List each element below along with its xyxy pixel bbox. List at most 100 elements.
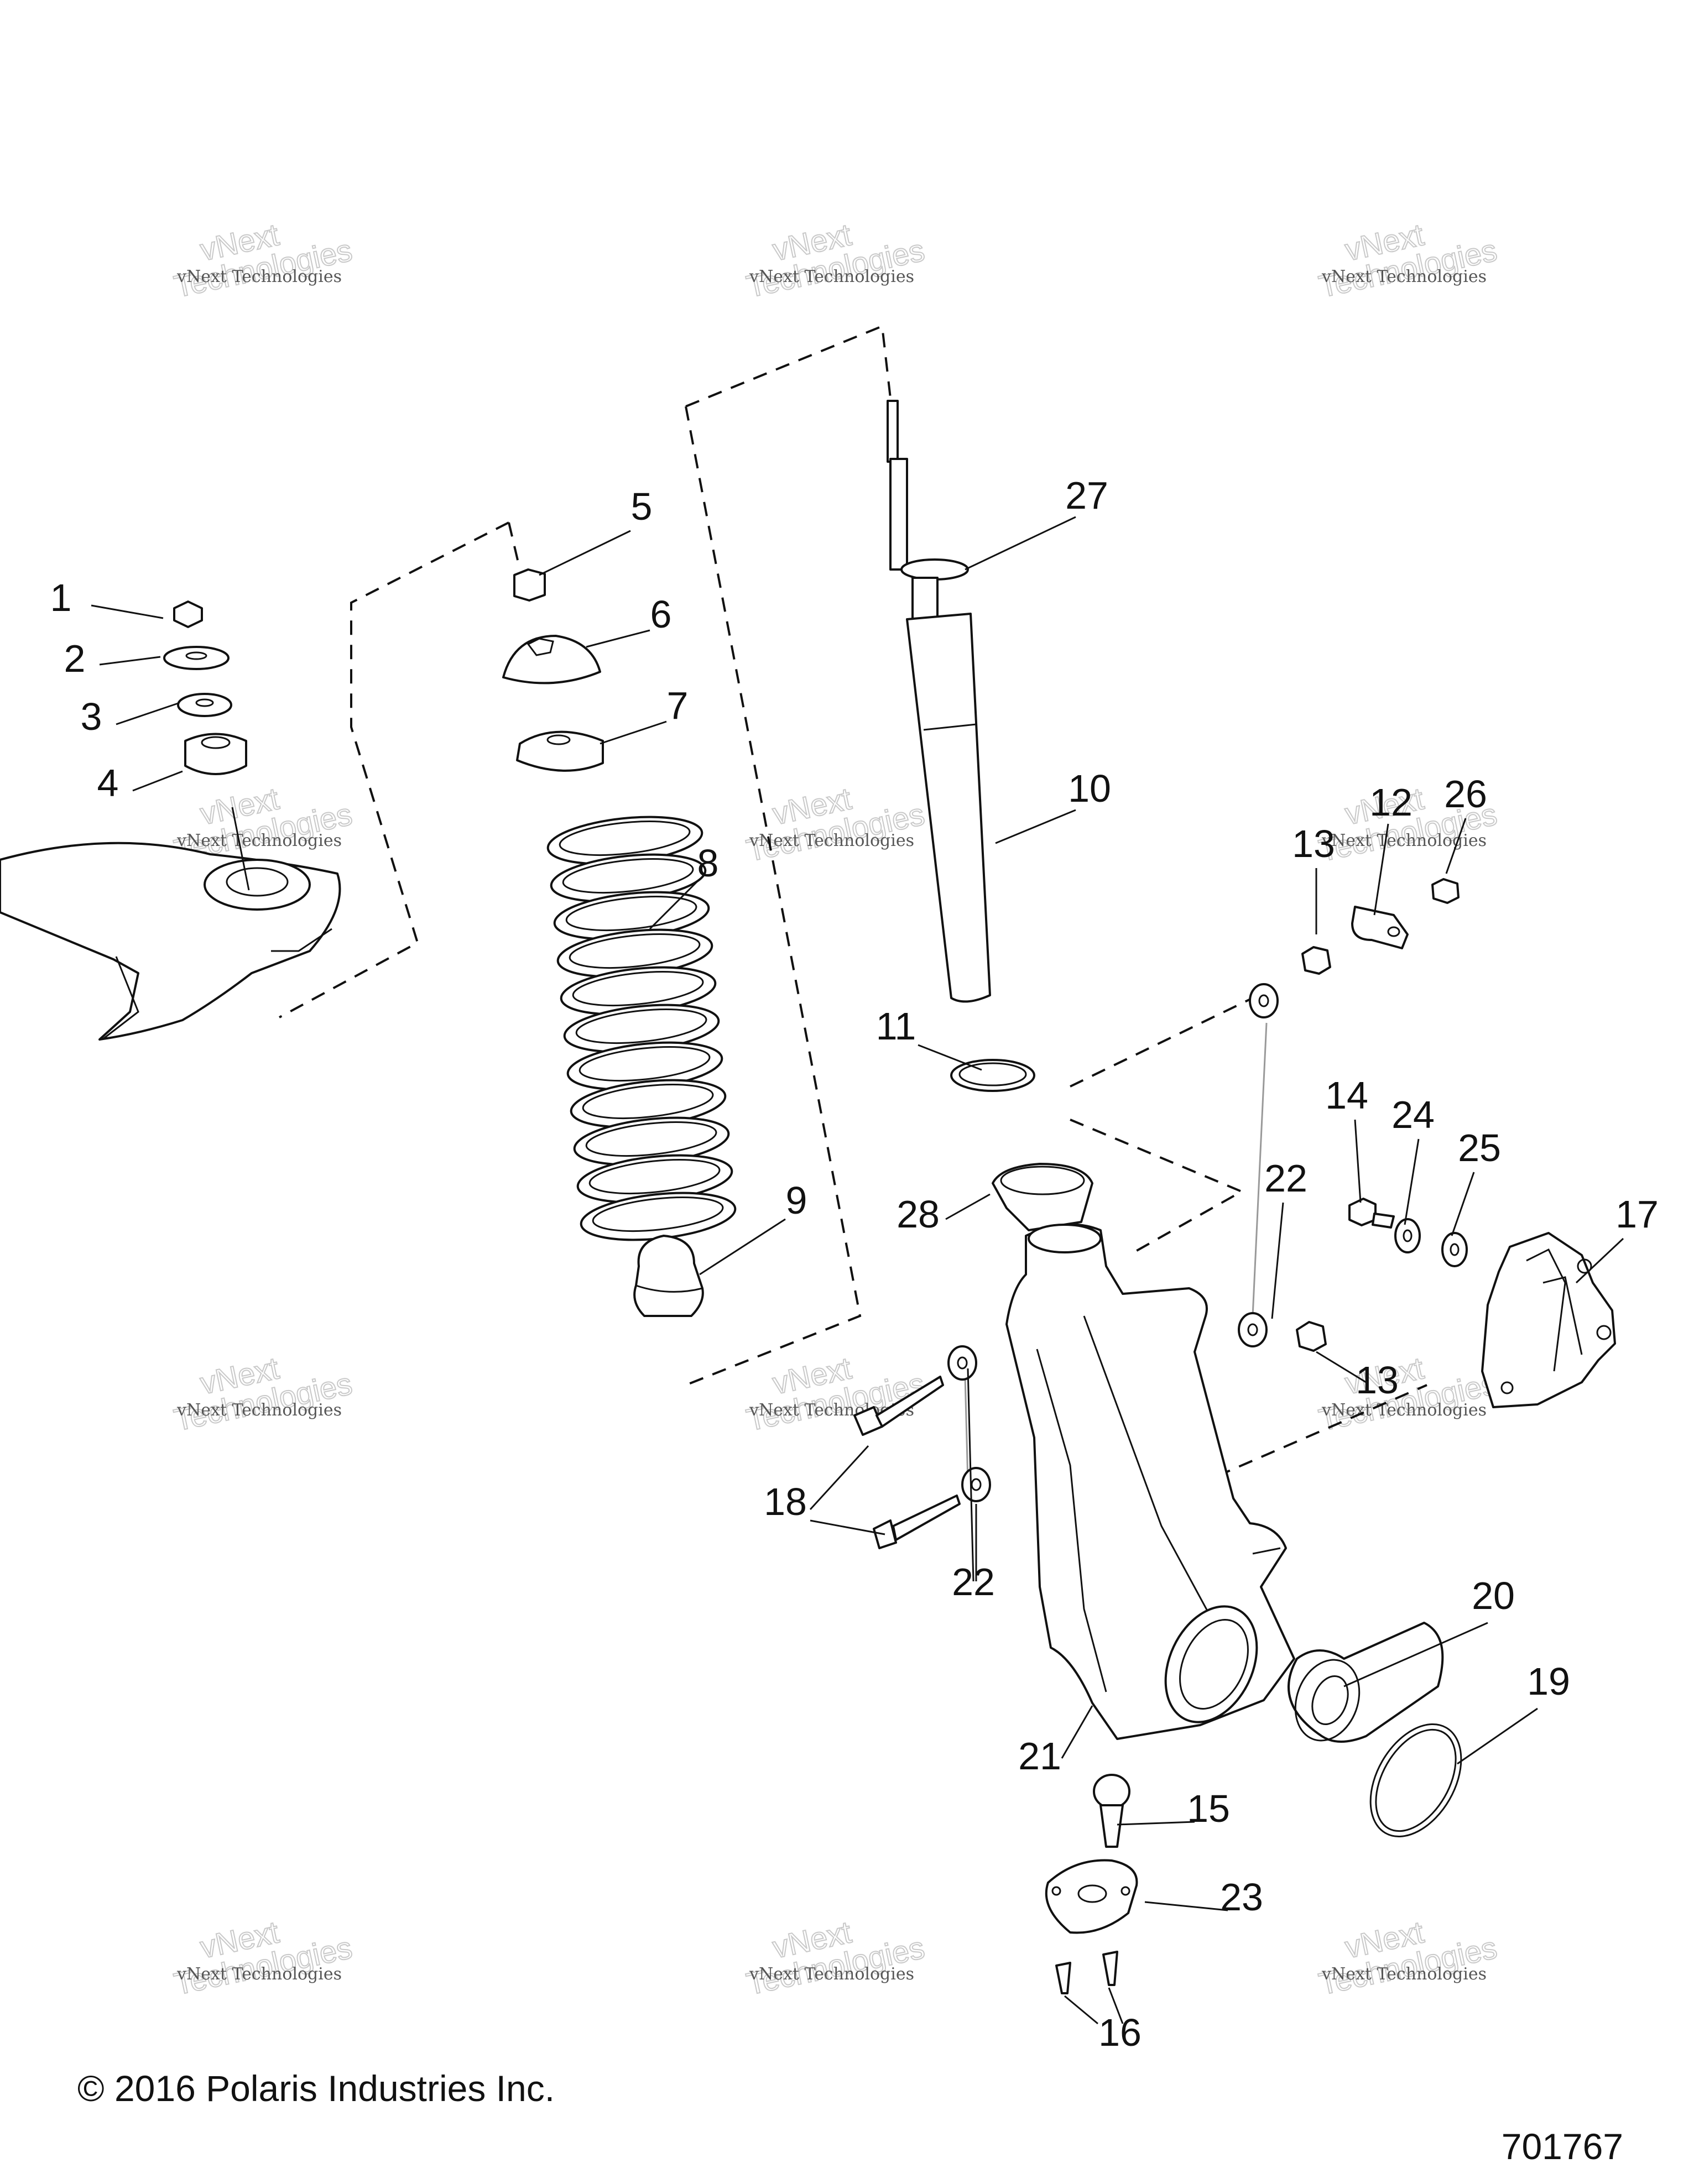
spring-coil-inner: [559, 821, 691, 856]
dash-shock-group: [685, 325, 892, 1386]
leader-c23: [1144, 1901, 1228, 1911]
callout-c12: 12: [1369, 781, 1413, 824]
washers-22: [947, 983, 1279, 1502]
leader-c25: [1451, 1172, 1475, 1236]
leader-c16: [1108, 1987, 1124, 2024]
leader-c22a: [1271, 1202, 1284, 1319]
brake-caliper-17: [1481, 1232, 1616, 1408]
svg-text:vNext Technologies: vNext Technologies: [176, 1964, 342, 1984]
callout-c22a: 22: [1264, 1157, 1307, 1200]
clip-12: [1351, 906, 1409, 949]
callout-leaders: [91, 516, 1624, 2025]
callout-c7: 7: [667, 684, 689, 727]
dash-caliper: [1216, 1384, 1427, 1477]
spring-coil-inner: [565, 896, 697, 931]
callout-c15: 15: [1187, 1787, 1230, 1830]
leader-c27: [965, 516, 1076, 571]
svg-text:vNext Technologies: vNext Technologies: [1321, 267, 1487, 286]
leader-c6: [586, 629, 650, 648]
wheel-bearing-20: [1288, 1622, 1444, 1743]
callout-c5: 5: [631, 485, 653, 528]
svg-text:vNext Technologies: vNext Technologies: [1321, 1401, 1487, 1420]
leader-c20: [1343, 1622, 1488, 1687]
cup-6: [502, 635, 601, 685]
callout-c27: 27: [1065, 474, 1108, 517]
leader-c24: [1404, 1138, 1420, 1225]
cup-7: [516, 730, 604, 772]
spring-coil-inner: [572, 971, 704, 1006]
svg-text:vNext Technologies: vNext Technologies: [749, 831, 914, 850]
nut-1: [173, 600, 203, 628]
leader-c4: [132, 770, 183, 792]
svg-text:vNext Technologies: vNext Technologies: [1321, 831, 1487, 850]
callout-c13b: 13: [1356, 1359, 1399, 1402]
svg-text:vNext Technologies: vNext Technologies: [749, 267, 914, 286]
callout-c11: 11: [876, 1005, 916, 1048]
callout-c26: 26: [1444, 772, 1487, 816]
leader-c28: [945, 1193, 991, 1220]
nut-26: [1431, 878, 1460, 904]
dash-spring-group: [508, 522, 521, 570]
washer-line: [1252, 1022, 1268, 1316]
leader-c22b: [967, 1368, 974, 1582]
mount-plate-23: [1045, 1859, 1138, 1934]
leader-c5: [539, 530, 631, 576]
spring-seat-28: [992, 1163, 1093, 1231]
upper-mount-parts: [502, 568, 604, 772]
dash-mount-group: [279, 521, 509, 1018]
assembly-guides: [279, 325, 1427, 1482]
steering-knuckle-21: [1005, 1223, 1295, 1740]
callout-c4: 4: [97, 761, 119, 804]
callout-c28: 28: [897, 1193, 940, 1236]
callout-c3: 3: [81, 695, 102, 738]
dash-knuckle-top: [1070, 997, 1253, 1088]
svg-text:vNext Technologies: vNext Technologies: [176, 267, 342, 286]
spring-coil-inner: [579, 1046, 711, 1081]
leader-c14: [1354, 1119, 1362, 1203]
callout-c17: 17: [1615, 1193, 1659, 1236]
spring-coil-inner: [588, 1159, 721, 1194]
washer-25: [1441, 1232, 1468, 1267]
seal-ring-11: [950, 1059, 1035, 1092]
drawing-number: 701767: [1502, 2126, 1623, 2167]
leader-c12: [1373, 823, 1389, 916]
callout-c19: 19: [1527, 1660, 1570, 1703]
callout-c16: 16: [1098, 2011, 1142, 2054]
bolt-14: [1348, 1198, 1377, 1226]
washer-line-lower: [964, 1376, 969, 1482]
svg-text:vNext Technologies: vNext Technologies: [749, 1964, 914, 1984]
nut-13-upper: [1301, 946, 1331, 975]
callout-c6: 6: [650, 593, 672, 636]
spring-coil-inner: [569, 933, 701, 969]
coil-spring-8: [546, 816, 737, 1241]
svg-text:vNext Technologies: vNext Technologies: [176, 1401, 342, 1420]
callout-c21: 21: [1018, 1734, 1061, 1778]
callout-c2: 2: [64, 637, 86, 680]
leader-c9: [699, 1218, 786, 1276]
washer-2: [163, 646, 230, 670]
callout-c13a: 13: [1292, 822, 1335, 865]
washer-3: [177, 693, 232, 717]
bolts-16: [1055, 1951, 1118, 1994]
callout-c9: 9: [786, 1179, 807, 1222]
callout-c10: 10: [1068, 767, 1111, 810]
callout-c18: 18: [764, 1480, 807, 1523]
leader-c17: [1575, 1237, 1624, 1284]
leader-c7: [600, 720, 667, 745]
svg-text:vNext Technologies: vNext Technologies: [176, 831, 342, 850]
leader-c16-b: [1064, 1995, 1098, 2025]
bolts-18: [853, 1376, 961, 1549]
leader-c15: [1117, 1821, 1195, 1826]
snap-ring-19: [1369, 1723, 1462, 1837]
washer-24: [1394, 1218, 1421, 1253]
leader-c3: [116, 702, 179, 725]
